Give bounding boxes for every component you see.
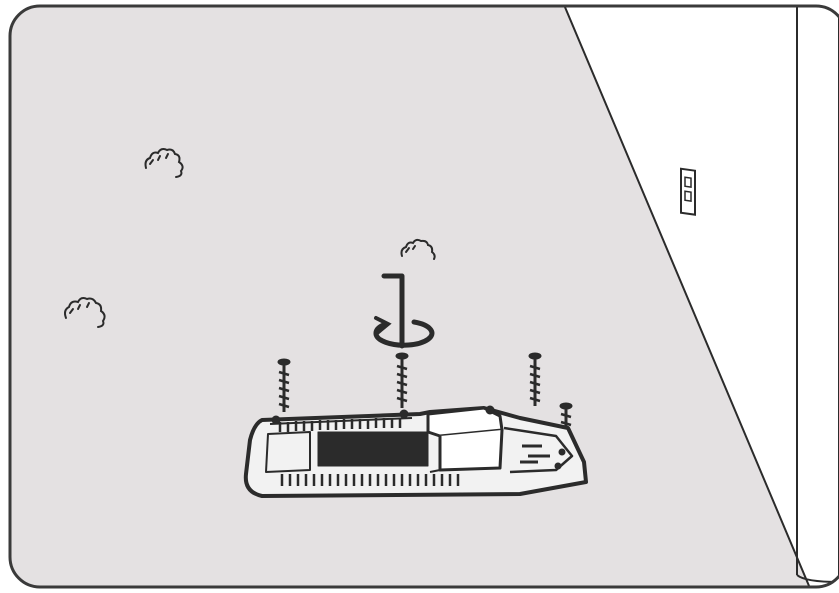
grass-tuft-icon — [400, 238, 436, 260]
ground-spike-icon — [277, 358, 291, 412]
wall-surface — [560, 6, 839, 587]
ground-spike-icon — [395, 352, 409, 408]
grass-tuft-icon — [144, 148, 184, 178]
wall-outlet-icon — [680, 167, 696, 216]
charging-station-base — [243, 405, 588, 498]
ground-spike-icon — [528, 352, 542, 406]
rotation-arrow-icon — [373, 316, 435, 348]
picture-frame — [8, 4, 839, 589]
grass-tuft-icon — [64, 297, 106, 328]
screwdriver-icon — [381, 273, 405, 349]
